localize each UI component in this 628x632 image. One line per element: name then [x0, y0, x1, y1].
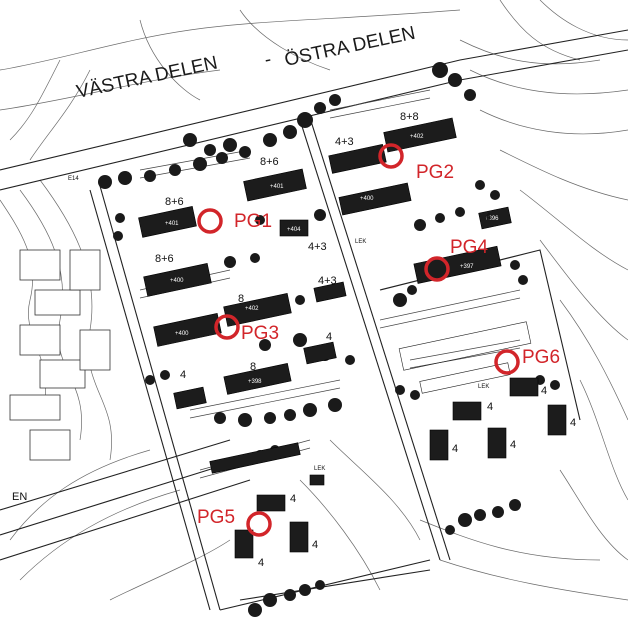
building-tag: +396	[485, 216, 499, 222]
villa	[547, 404, 567, 436]
building-block	[153, 313, 222, 347]
marker-pg1-label: PG1	[234, 211, 272, 232]
residential-blocks	[138, 117, 567, 559]
building-tag: +400	[175, 331, 189, 337]
villa	[429, 429, 449, 461]
building-tag: +400	[170, 278, 184, 284]
building-tag: +402	[245, 306, 259, 312]
building-block	[279, 219, 309, 237]
building-block	[138, 206, 197, 238]
unit-count-label: 4	[510, 439, 516, 451]
villa	[509, 377, 539, 397]
unit-count-label: 4	[180, 369, 186, 381]
building-block	[143, 263, 212, 297]
unit-count-label: 8	[250, 361, 256, 373]
unit-count-label: 4	[290, 493, 296, 505]
unit-count-label: 8+6	[165, 196, 184, 208]
unit-count-label: 4+3	[335, 136, 354, 148]
building-block	[383, 117, 457, 153]
unit-count-label: 8+6	[155, 253, 174, 265]
building-tags: +401 +401 +402 +400 +404 +400 +402 +400 …	[165, 134, 499, 385]
marker-layer	[197, 143, 520, 537]
misc-labels: LEK LEK LEK E14 EN	[12, 176, 489, 503]
building-block	[313, 281, 347, 303]
unit-count-label: 4	[541, 385, 547, 397]
unit-count-label: 4+3	[318, 275, 337, 287]
building-block	[243, 168, 307, 202]
unit-count-label: 8	[238, 293, 244, 305]
contour-lines	[0, 0, 628, 601]
villa	[256, 494, 286, 512]
marker-pg2-label: PG2	[416, 162, 454, 183]
villa	[289, 521, 309, 553]
building-tag: +398	[248, 379, 262, 385]
unit-count-label: 4	[485, 211, 491, 223]
building-block	[413, 245, 502, 284]
unit-count-label: 4	[452, 443, 458, 455]
marker-pg6-label: PG6	[522, 347, 560, 368]
marker-pg5-label: PG5	[197, 507, 235, 528]
unit-count-label: 4	[326, 331, 332, 343]
building-tag: +402	[410, 134, 424, 140]
unit-count-label: 8+8	[400, 111, 419, 123]
marker-pg5-ring[interactable]	[246, 511, 272, 537]
west-neighbourhood	[9, 249, 111, 461]
marker-pg4-ring[interactable]	[424, 256, 450, 282]
building-tag: +404	[287, 227, 301, 233]
marker-labels: PG1 PG2 PG3 PG4 PG5 PG6	[197, 162, 560, 528]
villa	[487, 427, 507, 459]
villa	[234, 529, 254, 559]
road-label: EN	[12, 491, 27, 503]
building-block	[209, 442, 301, 474]
building-block	[223, 362, 292, 395]
marker-pg1-ring[interactable]	[197, 208, 223, 234]
area-label-dash: -	[263, 49, 274, 71]
building-tag: +397	[460, 264, 474, 270]
building-block	[173, 386, 207, 410]
building-block	[338, 182, 412, 216]
building-block	[303, 341, 337, 365]
building-block	[478, 206, 512, 230]
marker-pg3-label: PG3	[241, 323, 279, 344]
villa	[309, 474, 325, 486]
marker-pg2-ring[interactable]	[378, 143, 404, 169]
villa	[452, 401, 482, 421]
marker-pg3-ring[interactable]	[214, 314, 240, 340]
building-tag: +401	[165, 221, 179, 227]
building-block	[328, 144, 387, 174]
unit-count-label: 4	[258, 557, 264, 569]
unit-count-label: 4	[312, 539, 318, 551]
building-tag: +400	[360, 196, 374, 202]
building-block	[419, 362, 511, 394]
playground-label: LEK	[355, 239, 366, 245]
unit-count-label: 4	[487, 401, 493, 413]
unit-count-labels: 8+6 4+3 8+8 8+6 4+3 8+6 4+3 8 8 4 4 4 4 …	[155, 111, 576, 569]
road-label: E14	[68, 176, 79, 182]
marker-pg6-ring[interactable]	[494, 349, 520, 375]
playground-label: LEK	[314, 466, 325, 472]
unit-count-label: 8+6	[260, 156, 279, 168]
building-tag: +401	[270, 184, 284, 190]
playground-label: LEK	[478, 384, 489, 390]
unit-count-label: 4	[570, 417, 576, 429]
building-block	[398, 321, 532, 371]
marker-pg4-label: PG4	[450, 237, 488, 258]
unit-count-label: 4+3	[308, 241, 327, 253]
